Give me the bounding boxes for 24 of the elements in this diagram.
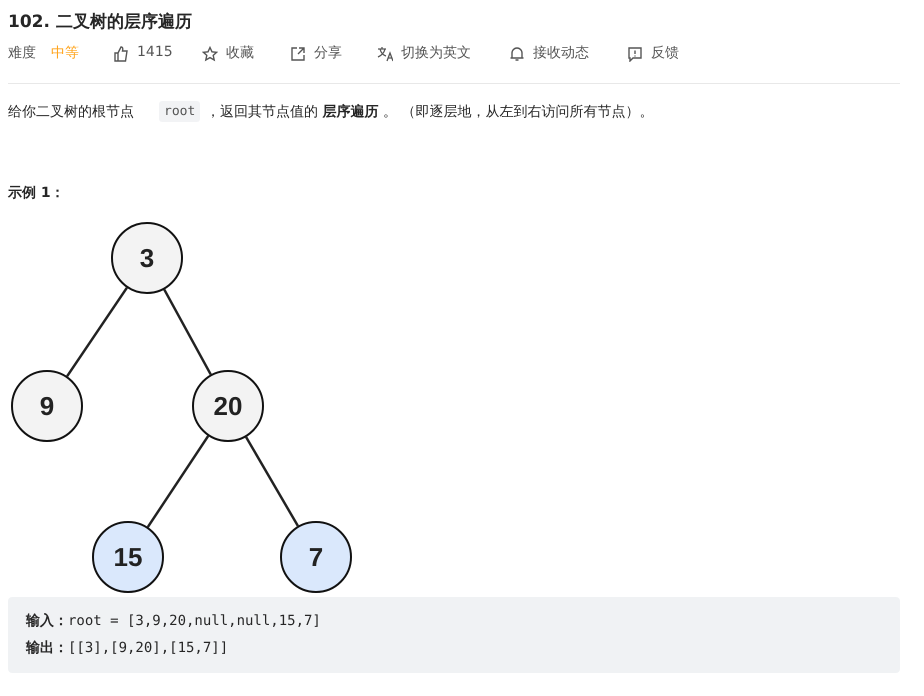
tree-node: 20 (192, 370, 264, 442)
code-chip: root (159, 101, 200, 122)
tree-edge (146, 435, 210, 528)
toolbar-label: 分享 (314, 44, 342, 62)
difficulty-level: 中等 (51, 44, 79, 62)
tree-node: 15 (92, 521, 164, 593)
tree-node: 3 (111, 222, 183, 294)
toolbar-label: 反馈 (651, 44, 679, 62)
toolbar-label: 接收动态 (533, 44, 589, 62)
tree-node: 7 (280, 521, 352, 593)
toolbar-label: 难度 (8, 44, 36, 62)
toolbar-label: 切换为英文 (401, 44, 471, 62)
code-line: 输出：[[3],[9,20],[15,7]] (26, 639, 228, 657)
example-heading: 示例 1： (8, 184, 65, 202)
toolbar-label: 1415 (137, 44, 173, 60)
description-text: 给你二叉树的根节点 (8, 103, 134, 121)
tree-edge (66, 287, 128, 377)
tree-node: 9 (11, 370, 83, 442)
tree-edge (163, 288, 212, 376)
tree-edge (245, 436, 299, 527)
page-title: 102. 二叉树的层序遍历 (8, 11, 192, 33)
code-line: 输入：root = [3,9,20,null,null,15,7] (26, 612, 321, 630)
description-text: ，返回其节点值的 层序遍历 。 （即逐层地，从左到右访问所有节点）。 (206, 103, 654, 121)
toolbar-label: 收藏 (226, 44, 254, 62)
